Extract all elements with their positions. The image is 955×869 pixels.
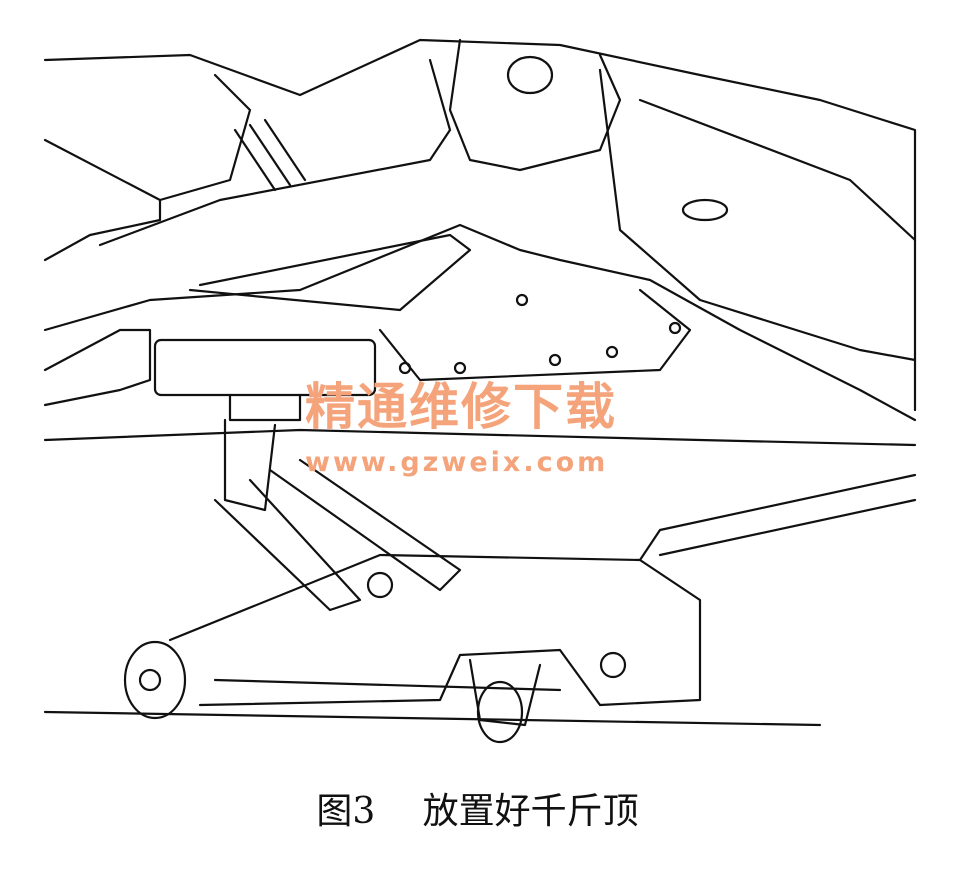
caster-wheel — [476, 680, 524, 744]
car-underbody — [43, 38, 917, 447]
figure-caption: 图3 放置好千斤顶 — [0, 790, 955, 834]
jack-saddle — [153, 338, 377, 397]
floor-jack — [43, 338, 917, 744]
watermark-title: 精通维修下载 — [305, 378, 617, 436]
car-underbody-jack-illustration — [43, 38, 917, 744]
front-wheel — [123, 640, 187, 720]
watermark-url: www.gzweix.com — [305, 447, 609, 478]
figure-number: 图3 — [316, 791, 376, 832]
figure-caption-text: 放置好千斤顶 — [422, 791, 639, 832]
